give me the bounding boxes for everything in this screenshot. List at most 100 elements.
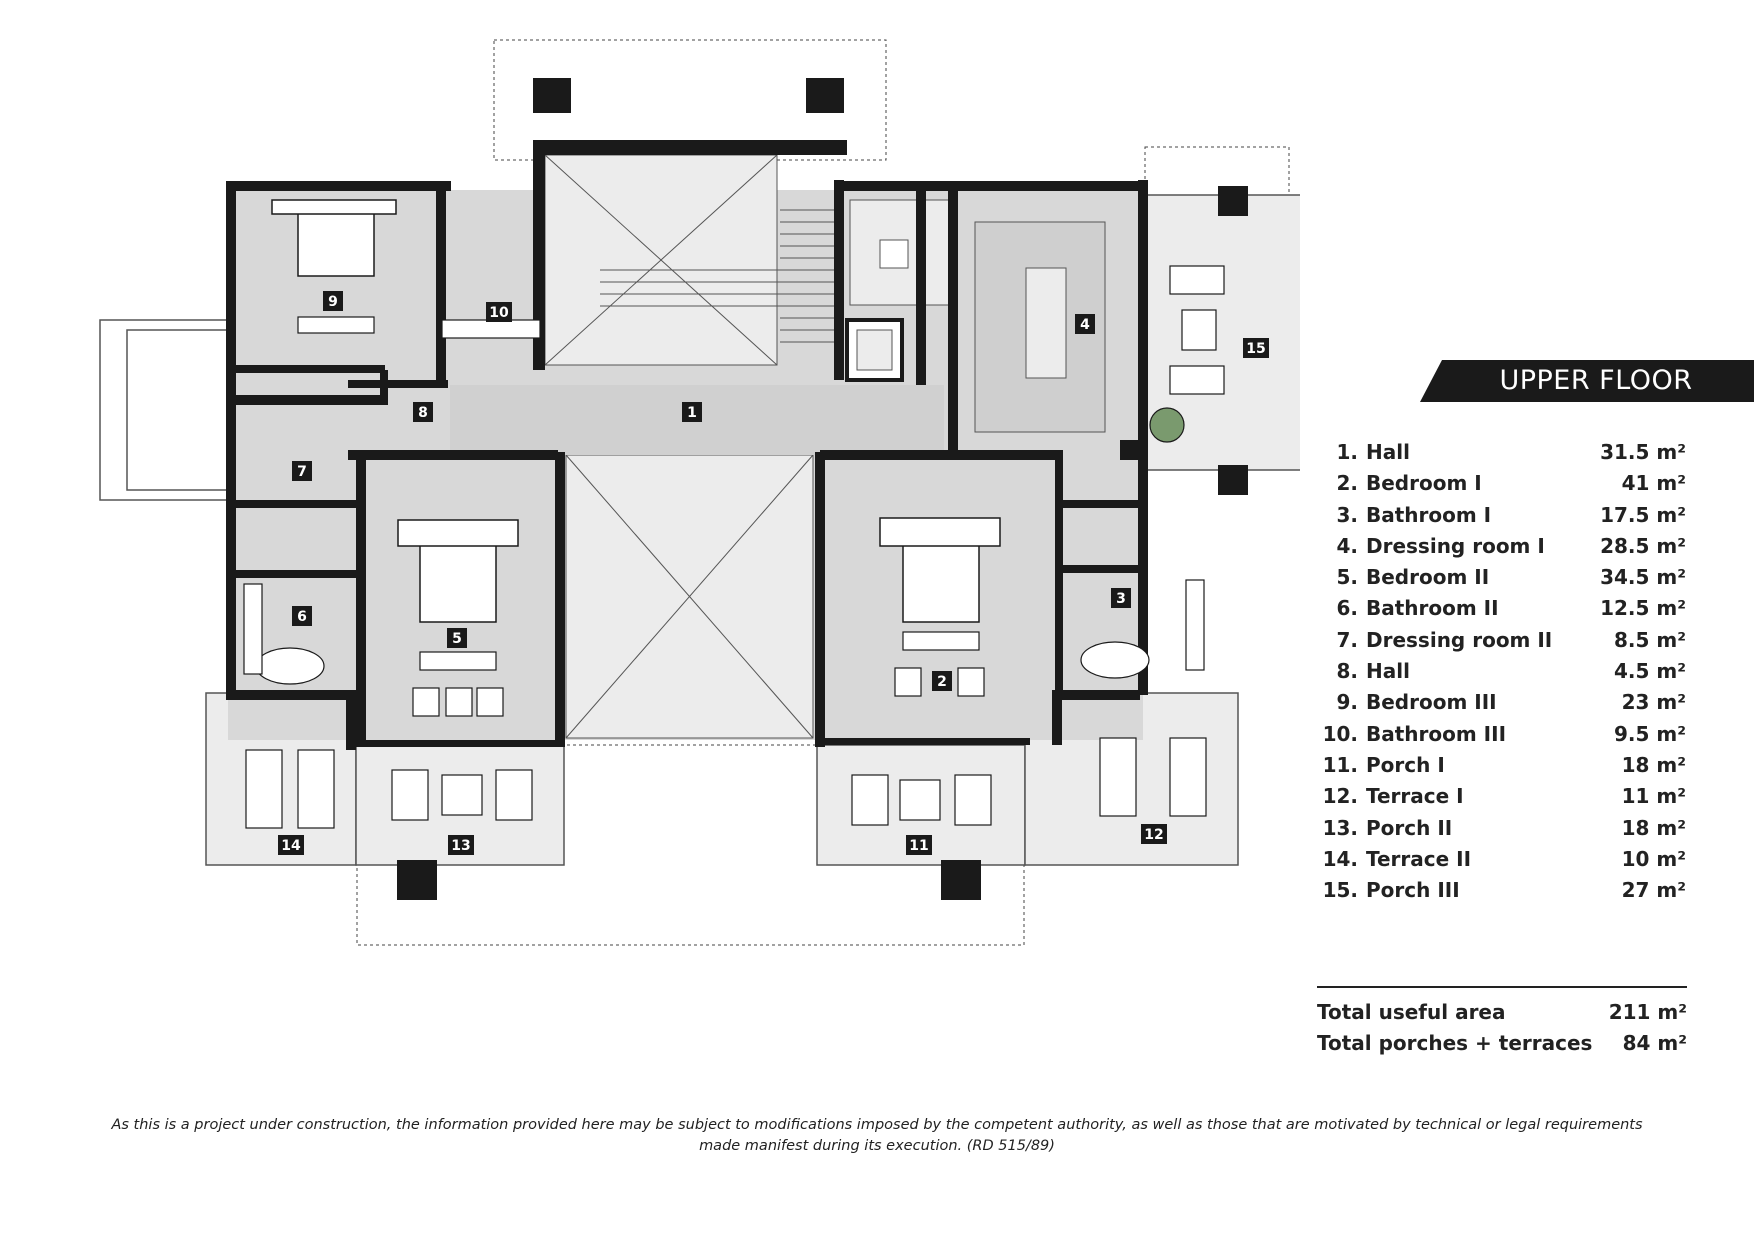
legend-number: 3. xyxy=(1336,502,1358,527)
room-tag-box xyxy=(486,302,512,322)
room-tag-label: 11 xyxy=(909,838,928,854)
room-tag: 10 xyxy=(486,302,512,322)
room-tag-box xyxy=(1075,314,1095,334)
legend-room-name: Bathroom III xyxy=(1366,721,1507,746)
legend-number: 10. xyxy=(1322,721,1358,746)
legend-room-area: 31.5 m² xyxy=(1600,440,1686,464)
legend-number: 2. xyxy=(1336,471,1358,496)
legend-number: 8. xyxy=(1336,659,1358,684)
legend-room-area: 10 m² xyxy=(1621,846,1686,871)
room-legend: 1. Hall 31.5 m² 2. Bedroom I 41 m² 3. Bathroom … xyxy=(1310,440,1686,909)
room-tag: 13 xyxy=(448,835,474,855)
room-tag-label: 8 xyxy=(418,405,428,421)
room-tag-label: 1 xyxy=(687,405,697,421)
banner-shape xyxy=(1420,360,1754,402)
room-tag-box xyxy=(906,835,932,855)
room-tag: 11 xyxy=(906,835,932,855)
disclaimer: As this is a project under construction,… xyxy=(80,1115,1674,1157)
legend-room-name: Terrace I xyxy=(1366,784,1464,809)
room-tag-label: 13 xyxy=(451,838,470,854)
legend-room-area: 34.5 m² xyxy=(1600,565,1686,590)
legend-room-area: 11 m² xyxy=(1621,784,1686,809)
legend-row: 12. Terrace I 11 m² xyxy=(1310,784,1686,815)
room-tag: 1 xyxy=(682,402,702,422)
legend-room-area: 41 m² xyxy=(1621,471,1686,496)
room-tag-label: 3 xyxy=(1116,591,1126,607)
staircase xyxy=(600,199,951,382)
legend-room-name: Bedroom I xyxy=(1366,471,1482,496)
legend-number: 11. xyxy=(1322,752,1358,777)
room-tag: 6 xyxy=(292,606,312,626)
room-tag-box xyxy=(1243,338,1269,358)
room-tag-box xyxy=(448,835,474,855)
legend-row: 10. Bathroom III 9.5 m² xyxy=(1310,722,1686,753)
room-tag: 12 xyxy=(1141,824,1167,844)
floor-title: UPPER FLOOR xyxy=(1499,365,1693,396)
legend-number: 4. xyxy=(1336,533,1358,558)
legend-room-name: Porch I xyxy=(1366,752,1445,777)
legend-room-area: 27 m² xyxy=(1621,878,1686,903)
legend-row: 2. Bedroom I 41 m² xyxy=(1310,471,1686,502)
legend-number: 1. xyxy=(1336,440,1358,464)
legend-room-name: Dressing room I xyxy=(1366,533,1545,558)
room-tag-label: 2 xyxy=(937,674,947,690)
legend-number: 5. xyxy=(1336,565,1358,590)
room-tag-label: 7 xyxy=(297,464,307,480)
room-tag-box xyxy=(413,402,433,422)
legend-room-area: 9.5 m² xyxy=(1614,721,1686,746)
total-useful-row: Total useful area 211 m² xyxy=(1317,1000,1687,1031)
total-porches-value: 84 m² xyxy=(1622,1031,1687,1055)
disclaimer-line-2: made manifest during its execution. (RD … xyxy=(699,1138,1055,1154)
legend-row: 8. Hall 4.5 m² xyxy=(1310,659,1686,690)
room-tag: 15 xyxy=(1243,338,1269,358)
legend-row: 5. Bedroom II 34.5 m² xyxy=(1310,565,1686,596)
legend-row: 11. Porch I 18 m² xyxy=(1310,753,1686,784)
legend-room-name: Hall xyxy=(1366,659,1410,684)
room-tag-label: 10 xyxy=(489,305,509,321)
room-tag-box xyxy=(292,461,312,481)
legend-room-area: 17.5 m² xyxy=(1600,502,1686,527)
total-useful-label: Total useful area xyxy=(1317,1000,1506,1024)
legend-number: 13. xyxy=(1322,815,1358,840)
room-tag-box xyxy=(292,606,312,626)
legend-row: 15. Porch III 27 m² xyxy=(1310,878,1686,909)
room-tag-box xyxy=(932,671,952,691)
room-tag: 2 xyxy=(932,671,952,691)
room-tag-box xyxy=(1111,588,1131,608)
legend-room-name: Bathroom II xyxy=(1366,596,1499,621)
room-tag-label: 12 xyxy=(1144,827,1163,843)
totals: Total useful area 211 m² Total porches +… xyxy=(1317,986,1687,1062)
legend-number: 12. xyxy=(1322,784,1358,809)
total-porches-row: Total porches + terraces 84 m² xyxy=(1317,1031,1687,1062)
legend-room-name: Bedroom II xyxy=(1366,565,1490,590)
legend-room-name: Bedroom III xyxy=(1366,690,1497,715)
legend-number: 7. xyxy=(1336,627,1358,652)
floor-banner: UPPER FLOOR xyxy=(1420,360,1754,402)
legend-number: 9. xyxy=(1336,690,1358,715)
void-areas xyxy=(450,154,1106,739)
room-tag: 7 xyxy=(292,461,312,481)
legend-number: 6. xyxy=(1336,596,1358,621)
room-tag-label: 4 xyxy=(1080,317,1090,333)
room-tag-box xyxy=(278,835,304,855)
legend-number: 15. xyxy=(1322,878,1358,903)
legend-room-area: 4.5 m² xyxy=(1614,659,1686,684)
room-tag: 14 xyxy=(278,835,304,855)
room-tag-label: 5 xyxy=(452,631,462,647)
legend-row: 13. Porch II 18 m² xyxy=(1310,816,1686,847)
room-tag: 8 xyxy=(413,402,433,422)
legend-room-area: 18 m² xyxy=(1621,752,1686,777)
legend-room-name: Hall xyxy=(1366,440,1410,464)
legend-room-area: 18 m² xyxy=(1621,815,1686,840)
furniture xyxy=(243,265,1225,829)
legend-room-name: Porch II xyxy=(1366,815,1453,840)
legend-room-name: Dressing room II xyxy=(1366,627,1553,652)
legend-room-area: 23 m² xyxy=(1621,690,1686,715)
legend-room-name: Porch III xyxy=(1366,878,1460,903)
total-porches-label: Total porches + terraces xyxy=(1317,1031,1593,1055)
